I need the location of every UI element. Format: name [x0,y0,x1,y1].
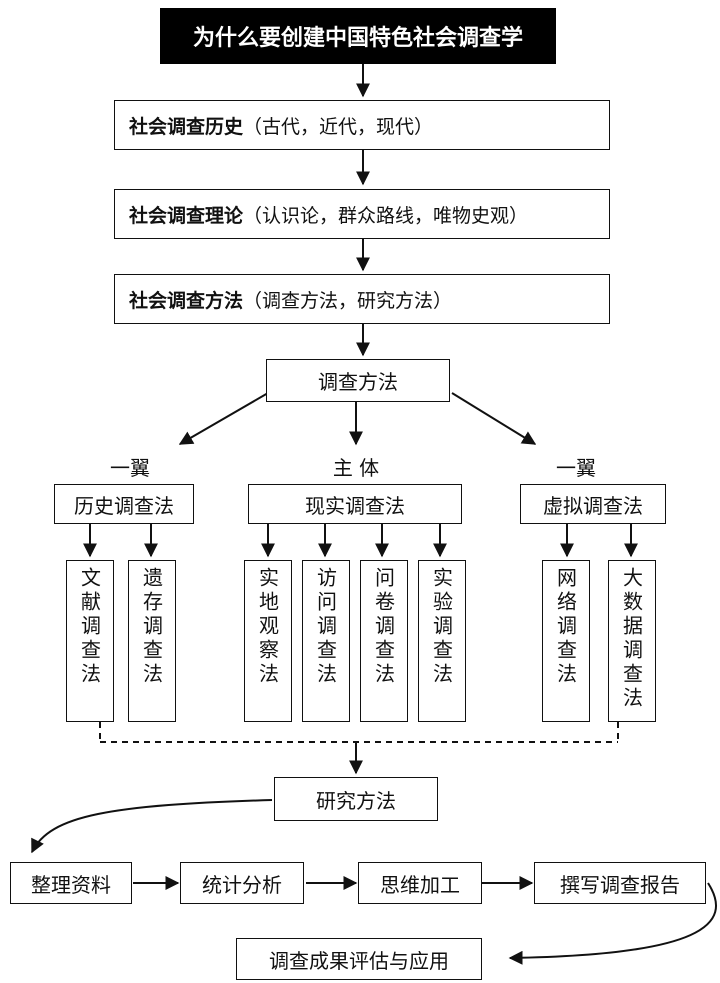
research-methods-label: 研究方法 [316,788,396,813]
virtual-survey-label: 虚拟调查法 [543,493,643,518]
history-level-box: 社会调查历史（古代，近代，现代） [114,100,610,150]
history-survey-label: 历史调查法 [74,493,174,518]
research-methods-box: 研究方法 [274,777,438,821]
method-box-questionnaire: 问卷调查法 [360,560,408,722]
final-evaluation-label: 调查成果评估与应用 [269,948,449,973]
step-label-organize: 整理资料 [31,872,111,897]
step-box-report: 撰写调查报告 [534,862,706,904]
method-level-bold: 社会调查方法 [129,289,244,312]
theory-level-detail: （认识论，群众路线，唯物史观） [243,204,529,227]
step-box-organize: 整理资料 [10,862,132,904]
history-level-bold: 社会调查历史 [129,115,244,138]
virtual-survey-box: 虚拟调查法 [520,484,666,524]
main-body-label: 主 体 [332,456,380,480]
method-box-network: 网络调查法 [542,560,590,722]
step-label-thinking: 思维加工 [380,872,460,897]
method-box-relics: 遗存调查法 [128,560,176,722]
reality-survey-label: 现实调查法 [305,493,405,518]
reality-survey-box: 现实调查法 [248,484,462,524]
method-level-box: 社会调查方法（调查方法，研究方法） [114,274,610,324]
final-evaluation-box: 调查成果评估与应用 [236,938,482,980]
history-survey-box: 历史调查法 [54,484,194,524]
history-level-detail: （古代，近代，现代） [243,115,434,138]
method-box-interview: 访问调查法 [302,560,350,722]
theory-level-bold: 社会调查理论 [129,204,244,227]
method-box-field-observation: 实地观察法 [244,560,292,722]
theory-level-box: 社会调查理论（认识论，群众路线，唯物史观） [114,189,610,239]
left-wing-label: 一翼 [110,456,150,480]
title-text: 为什么要创建中国特色社会调查学 [192,26,523,51]
method-box-big-data: 大数据调查法 [608,560,656,722]
right-wing-label: 一翼 [556,456,596,480]
survey-methods-box: 调查方法 [266,359,450,402]
survey-methods-label: 调查方法 [318,370,398,394]
step-label-report: 撰写调查报告 [560,872,680,897]
method-box-literature: 文献调查法 [66,560,114,722]
method-level-detail: （调查方法，研究方法） [243,289,453,312]
step-box-statistics: 统计分析 [180,862,304,904]
method-box-experiment: 实验调查法 [418,560,466,722]
step-box-thinking: 思维加工 [358,862,482,904]
step-label-statistics: 统计分析 [202,872,282,897]
page-title: 为什么要创建中国特色社会调查学 [160,8,556,64]
